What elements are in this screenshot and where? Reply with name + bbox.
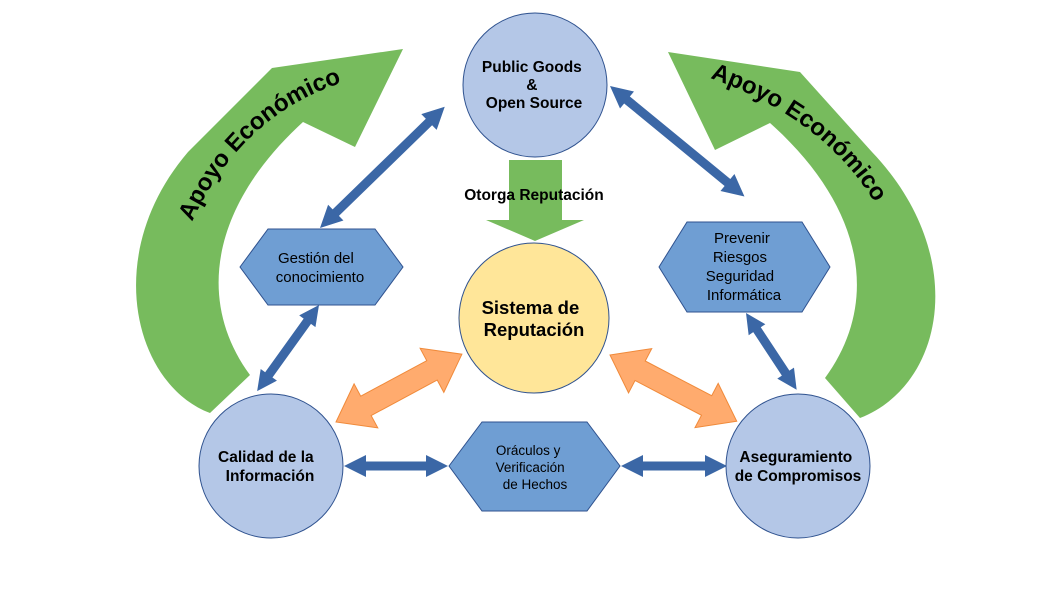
public-goods-node <box>462 12 608 158</box>
oraculos-label: Oráculos y Verificación de Hechos <box>496 443 569 492</box>
prevenir-label: Prevenir Riesgos Seguridad Informática <box>706 230 782 304</box>
calidad-label: Calidad de la Información <box>218 449 318 485</box>
otorga-reputacion-label: Otorga Reputación <box>464 187 604 204</box>
prevenir-node <box>658 221 831 313</box>
arrow-calidad-oraculos <box>344 455 448 477</box>
arrow-prevenir-aseguramiento <box>746 313 797 390</box>
arrow-oraculos-aseguramiento <box>621 455 727 477</box>
arrow-gestion-calidad <box>257 305 319 392</box>
arrow-public-goods-prevenir <box>610 86 745 197</box>
arrow-sistema-aseguramiento <box>609 347 738 429</box>
gestion-node <box>239 228 404 306</box>
oraculos-node <box>448 421 621 512</box>
calidad-node <box>198 393 344 539</box>
sistema-node <box>458 242 610 394</box>
arrow-calidad-sistema <box>335 347 463 429</box>
sistema-label: Sistema de Reputación <box>482 297 585 340</box>
aseguramiento-label: Aseguramiento de Compromisos <box>735 449 862 485</box>
gestion-label: Gestión del conocimiento <box>276 250 364 286</box>
arrow-public-goods-gestion <box>320 106 445 228</box>
apoyo-right-arrow <box>668 52 936 418</box>
apoyo-left-arrow <box>136 49 403 413</box>
otorga-reputacion-arrow <box>486 160 584 241</box>
public-goods-label: Public Goods & Open Source <box>482 59 586 112</box>
aseguramiento-node <box>725 393 871 539</box>
